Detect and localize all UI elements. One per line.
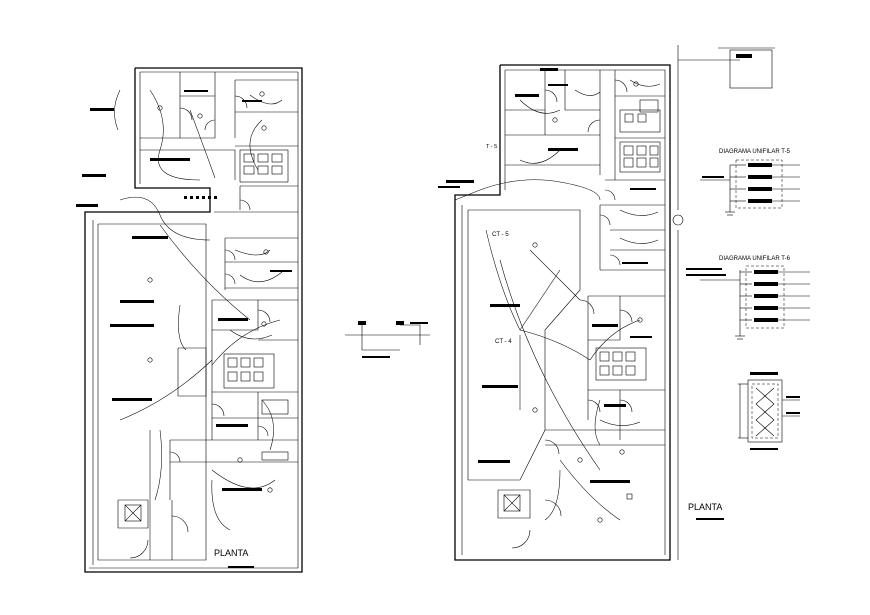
right-plan-circuits bbox=[454, 79, 661, 521]
feeder-and-meter bbox=[672, 45, 775, 560]
left-floor-plan: PLANTA bbox=[76, 67, 303, 573]
left-plan-doors bbox=[129, 95, 271, 559]
right-plan-walls bbox=[454, 64, 671, 561]
unifilar-t6-title: DIAGRAMA UNIFILAR T-6 bbox=[719, 256, 791, 262]
right-plan-tags bbox=[438, 84, 724, 520]
right-plan-outlets bbox=[532, 81, 643, 523]
left-plan-walls bbox=[84, 67, 303, 573]
left-plan-outlets bbox=[147, 91, 273, 493]
unifilar-t5-title: DIAGRAMA UNIFILAR T-5 bbox=[719, 149, 791, 155]
center-detail bbox=[345, 321, 430, 358]
right-plan-fixtures bbox=[503, 68, 661, 512]
right-floor-plan: CT - 5 CT - 4 T - 5 PLANTA bbox=[438, 64, 724, 561]
circuit-label-ct5: CT - 5 bbox=[492, 232, 509, 238]
unifilar-diagram-t5: DIAGRAMA UNIFILAR T-5 bbox=[700, 149, 800, 216]
left-plan-title: PLANTA bbox=[214, 548, 248, 558]
left-plan-tags bbox=[76, 90, 292, 568]
circuit-label-ct4: CT - 4 bbox=[495, 339, 512, 345]
section-detail bbox=[738, 372, 800, 450]
unifilar-diagram-t6: DIAGRAMA UNIFILAR T-6 bbox=[700, 256, 810, 340]
circuit-label-t5: T - 5 bbox=[486, 144, 497, 150]
right-plan-doors bbox=[511, 79, 633, 549]
left-plan-fixtures bbox=[124, 149, 289, 522]
right-plan-title: PLANTA bbox=[688, 502, 722, 512]
